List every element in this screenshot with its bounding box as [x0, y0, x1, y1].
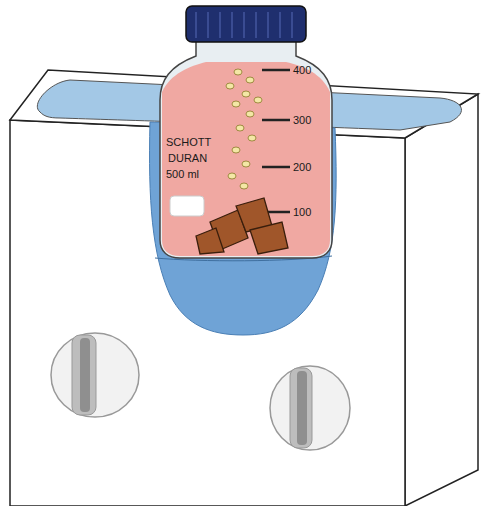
graduation-number: 200	[293, 161, 311, 173]
graduation-number: 400	[293, 64, 311, 76]
sample-pieces	[196, 198, 288, 254]
bubbles	[226, 69, 262, 189]
volume-text: 500 ml	[166, 168, 199, 180]
cap-grip	[196, 12, 292, 38]
brand-text: DURAN	[168, 152, 207, 164]
brand-text: SCHOTT	[166, 136, 211, 148]
bottle-label-patch	[170, 196, 204, 216]
liquid	[162, 62, 330, 256]
bath-side	[405, 94, 478, 506]
control-knobs	[51, 333, 350, 450]
graduation-marks	[262, 70, 290, 212]
bottle	[160, 40, 332, 258]
graduation-number: 100	[293, 206, 311, 218]
bottle-cap	[186, 6, 306, 42]
graduation-number: 300	[293, 114, 311, 126]
